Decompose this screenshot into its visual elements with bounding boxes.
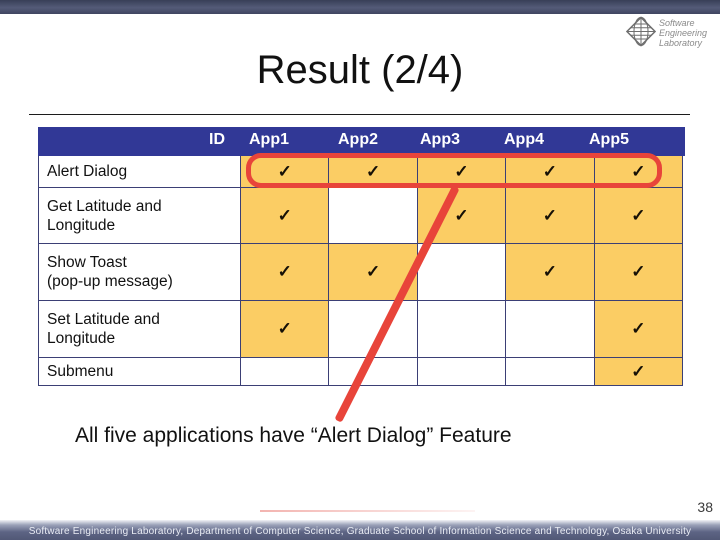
check-cell — [506, 358, 595, 385]
row-label: Get Latitude and Longitude — [39, 188, 241, 244]
header-app5: App5 — [589, 131, 629, 148]
table-row-get-lat-long: Get Latitude and Longitude ✓ ✓ ✓ ✓ — [39, 188, 683, 244]
header-app3: App3 — [420, 131, 460, 148]
check-cell — [329, 358, 418, 385]
table-row-submenu: Submenu ✓ — [39, 358, 683, 385]
header-app1: App1 — [249, 131, 289, 148]
check-cell: ✓ — [594, 244, 683, 301]
slide-title: Result (2/4) — [256, 48, 464, 92]
check-cell: ✓ — [506, 244, 595, 301]
check-cell — [329, 188, 418, 244]
top-bar — [0, 0, 720, 14]
footer-text: Software Engineering Laboratory, Departm… — [28, 526, 692, 537]
header-app2: App2 — [338, 131, 378, 148]
check-cell: ✓ — [241, 244, 330, 301]
table-header-row: ID App1 App2 App3 App4 App5 — [38, 127, 685, 156]
table-row-show-toast: Show Toast (pop-up message) ✓ ✓ ✓ ✓ — [39, 244, 683, 301]
row-label: Show Toast (pop-up message) — [39, 244, 241, 301]
check-cell — [241, 358, 330, 385]
table-row-alert-dialog: Alert Dialog ✓ ✓ ✓ ✓ ✓ — [39, 156, 683, 188]
logo-line-3: Laboratory — [659, 38, 703, 48]
logo-line-1: Software — [659, 18, 695, 28]
table-row-set-lat-long: Set Latitude and Longitude ✓ ✓ — [39, 301, 683, 358]
check-cell: ✓ — [417, 156, 507, 188]
header-id: ID — [209, 131, 225, 148]
footer-bar: Software Engineering Laboratory, Departm… — [0, 520, 720, 540]
faint-artifact-line — [260, 510, 475, 512]
alert-dialog-row-highlight — [246, 153, 662, 188]
check-cell — [417, 301, 507, 358]
sel-globe-icon — [626, 16, 656, 47]
check-cell: ✓ — [594, 156, 683, 188]
check-cell: ✓ — [594, 358, 683, 385]
row-label: Set Latitude and Longitude — [39, 301, 241, 358]
check-cell: ✓ — [594, 188, 683, 244]
row-label: Alert Dialog — [39, 156, 241, 188]
caption-text: All five applications have “Alert Dialog… — [75, 424, 512, 447]
check-cell — [506, 301, 595, 358]
logo-line-2: Engineering — [659, 28, 708, 38]
check-cell: ✓ — [506, 188, 595, 244]
page-number: 38 — [697, 499, 713, 515]
title-divider — [29, 114, 690, 115]
check-cell: ✓ — [594, 301, 683, 358]
check-cell: ✓ — [241, 301, 330, 358]
header-app4: App4 — [504, 131, 544, 148]
check-cell: ✓ — [506, 156, 595, 188]
check-cell — [417, 244, 507, 301]
sel-logo-text: Software Engineering Laboratory — [659, 16, 707, 48]
row-label: Submenu — [39, 358, 241, 385]
check-cell: ✓ — [241, 188, 330, 244]
sel-logo: Software Engineering Laboratory — [626, 16, 707, 48]
check-cell — [417, 358, 507, 385]
check-cell: ✓ — [329, 156, 418, 188]
